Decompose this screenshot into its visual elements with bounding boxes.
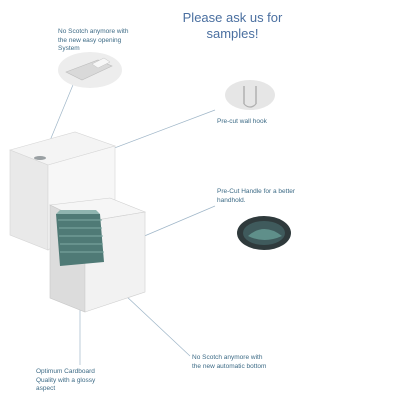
easy-opening-photo (58, 52, 122, 88)
samples-headline: Please ask us for samples! (160, 10, 305, 42)
callout-cardboard: Optimum Cardboard Quality with a glossy … (36, 368, 96, 392)
headline-line-1: Please ask us for (182, 10, 283, 25)
callout-automatic-bottom: No Scotch anymore with the new automatic… (192, 354, 267, 370)
callout-easy-opening: No Scotch anymore with the new easy open… (58, 28, 129, 52)
leader-line-bottom (124, 294, 191, 357)
callout-wall-hook: Pre-cut wall hook (217, 118, 267, 125)
handle-photo (237, 216, 291, 250)
callout-handle: Pre-Cut Handle for a better handhold. (217, 188, 296, 204)
headline-line-2: samples! (206, 26, 259, 41)
wall-hook-photo (225, 80, 275, 110)
front-box (48, 197, 147, 313)
leader-line-handle (134, 205, 216, 241)
back-box (9, 131, 116, 251)
